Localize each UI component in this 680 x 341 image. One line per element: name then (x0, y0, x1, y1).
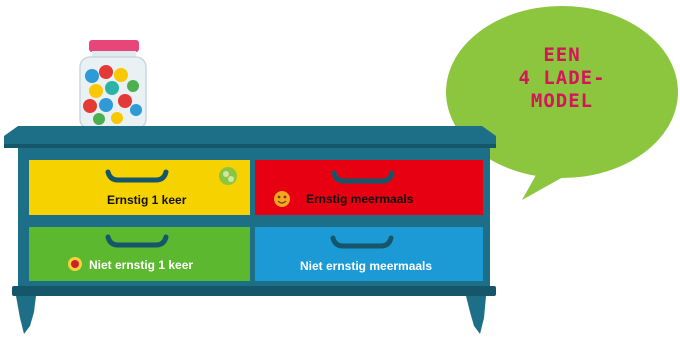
drawer-label-niet-ernstig-meermaals: Niet ernstig meermaals (300, 259, 432, 273)
candy-ball (130, 104, 142, 116)
drawer-fill (29, 227, 250, 281)
dresser-top (4, 126, 496, 146)
bubble-title-line3: MODEL (488, 90, 636, 112)
bubble-title-line1: EEN (488, 44, 636, 66)
dresser-leg-left (16, 296, 36, 334)
candy-ball (114, 68, 128, 82)
drawer-label-ernstig-1-keer: Ernstig 1 keer (107, 193, 186, 207)
drawer-label-ernstig-meermaals: Ernstig meermaals (306, 192, 413, 206)
candy-ball (118, 94, 132, 108)
candy-ball (127, 80, 139, 92)
drawer-fill (255, 160, 483, 215)
candy-ball (99, 65, 113, 79)
candy-ball (111, 112, 123, 124)
candy-jar (80, 40, 146, 129)
candy-ball (85, 69, 99, 83)
candy-ball (83, 99, 97, 113)
green-clover-icon (219, 167, 237, 185)
dresser-bottom-rail (12, 286, 496, 296)
bubble-title-line2: 4 LADE- (488, 67, 636, 89)
jar-lid (89, 40, 139, 52)
dresser-leg-right (466, 296, 486, 334)
candy-ball (89, 84, 103, 98)
orange-face-icon (274, 191, 290, 207)
red-dot-icon (68, 257, 82, 271)
candy-ball (93, 113, 105, 125)
dresser-top-edge (4, 144, 496, 148)
candy-ball (99, 98, 113, 112)
drawer-label-niet-ernstig-1-keer: Niet ernstig 1 keer (89, 258, 193, 272)
candy-ball (105, 81, 119, 95)
